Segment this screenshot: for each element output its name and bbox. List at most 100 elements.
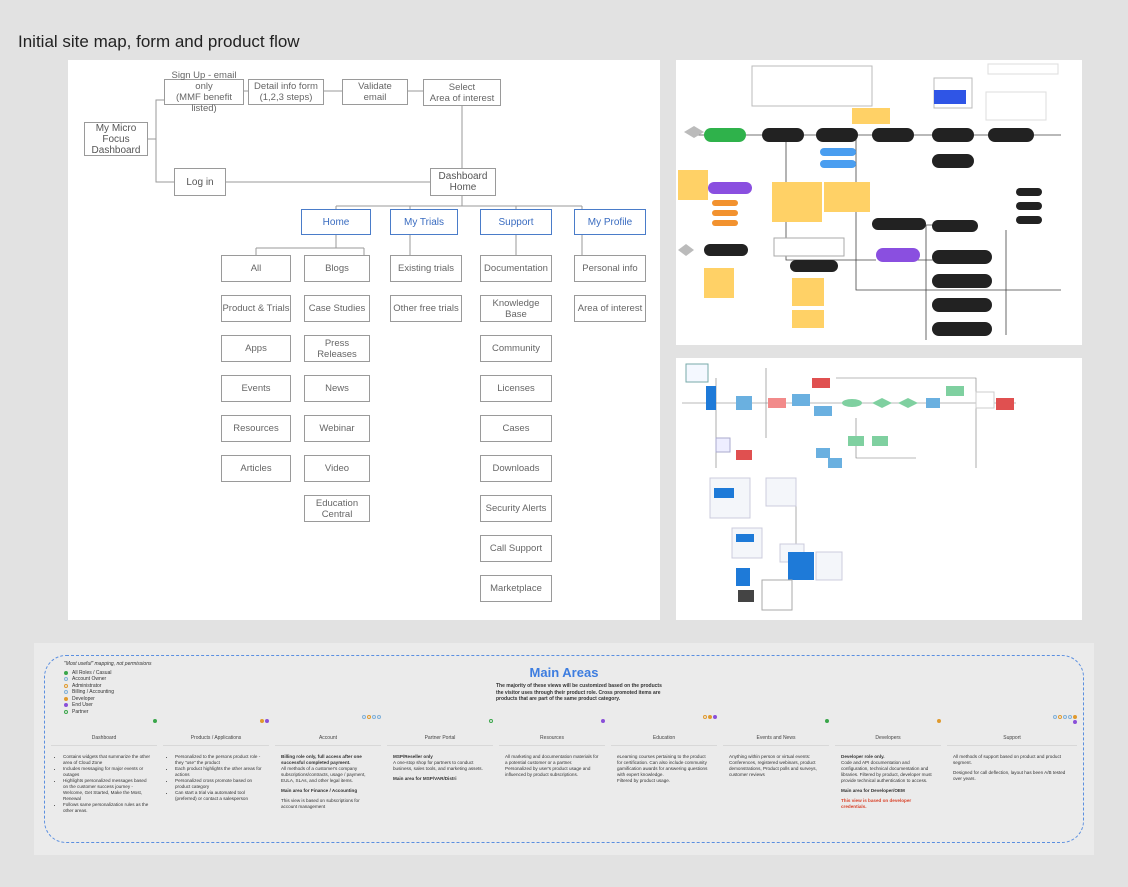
home-press-releases[interactable]: Press Releases <box>304 335 370 362</box>
trials-existing[interactable]: Existing trials <box>390 255 462 282</box>
home-events[interactable]: Events <box>221 375 291 402</box>
area-title: Education <box>611 731 717 746</box>
role-dot-icon <box>1063 715 1067 719</box>
area-education: Education eLearning courses pertaining t… <box>611 715 717 784</box>
legend-item: Developer <box>64 696 151 703</box>
form-flow-thumbnail <box>676 358 1082 620</box>
flow-validate-email[interactable]: Validate email <box>342 79 408 105</box>
role-dot-icon <box>1068 715 1072 719</box>
home-apps[interactable]: Apps <box>221 335 291 362</box>
role-dot-icon <box>703 715 707 719</box>
legend-title: "Most useful" mapping, not permissions <box>64 661 152 667</box>
role-dot-icon <box>489 719 493 723</box>
main-areas-description: The majority of these views will be cust… <box>496 683 662 702</box>
role-dot-icon <box>260 719 264 723</box>
nav-home[interactable]: Home <box>301 209 371 235</box>
home-resources[interactable]: Resources <box>221 415 291 442</box>
home-blogs[interactable]: Blogs <box>304 255 370 282</box>
home-product-trials[interactable]: Product & Trials <box>221 295 291 322</box>
area-products-applications: Products / Applications Personalized to … <box>163 719 269 802</box>
sitemap-connectors <box>148 90 583 255</box>
legend-dot-icon <box>64 703 68 708</box>
area-support: Support All methods of support based on … <box>947 715 1077 782</box>
home-education-central[interactable]: Education Central <box>304 495 370 522</box>
dashboard-home[interactable]: Dashboard Home <box>430 168 496 196</box>
role-dot-icon <box>825 719 829 723</box>
area-title: Developers <box>835 731 941 746</box>
login-box[interactable]: Log in <box>174 168 226 196</box>
product-flow-diagram <box>678 63 1061 340</box>
role-dot-icon <box>367 715 371 719</box>
legend-item: Partner <box>64 709 151 716</box>
page-title: Initial site map, form and product flow <box>18 32 300 51</box>
area-title: Partner Portal <box>387 731 493 746</box>
main-areas-border <box>44 655 1084 843</box>
area-title: Dashboard <box>51 731 157 746</box>
legend-item: All Roles / Casual <box>64 670 151 677</box>
role-dot-icon <box>372 715 376 719</box>
legend-dot-icon <box>64 709 68 714</box>
area-title: Account <box>275 731 381 746</box>
sitemap-panel: My Micro Focus Dashboard Sign Up - email… <box>68 60 660 620</box>
legend-item: Account Owner <box>64 676 151 683</box>
area-dashboard: Dashboard Contains widgets that summariz… <box>51 719 157 814</box>
role-dot-icon <box>708 715 712 719</box>
legend-item: Billing / Accounting <box>64 689 151 696</box>
support-community[interactable]: Community <box>480 335 552 362</box>
role-dot-icon <box>1058 715 1062 719</box>
support-security-alerts[interactable]: Security Alerts <box>480 495 552 522</box>
legend-dot-icon <box>64 696 68 701</box>
role-legend: "Most useful" mapping, not permissions A… <box>64 661 151 715</box>
support-marketplace[interactable]: Marketplace <box>480 575 552 602</box>
role-dot-icon <box>713 715 717 719</box>
legend-dot-icon <box>64 683 68 688</box>
area-partner-portal: Partner Portal MSP/Reseller only A one-s… <box>387 719 493 782</box>
legend-dot-icon <box>64 690 68 695</box>
product-flow-thumbnail <box>676 60 1082 345</box>
area-title: Resources <box>499 731 605 746</box>
role-dot-icon <box>937 719 941 723</box>
role-dot-icon <box>377 715 381 719</box>
main-areas-title: Main Areas <box>529 665 599 680</box>
home-news[interactable]: News <box>304 375 370 402</box>
nav-my-trials[interactable]: My Trials <box>390 209 458 235</box>
legend-dot-icon <box>64 677 68 682</box>
role-dot-icon <box>153 719 157 723</box>
flow-select-area-of-interest[interactable]: Select Area of interest <box>423 79 501 106</box>
role-dot-icon <box>362 715 366 719</box>
form-flow-diagram <box>682 363 1016 611</box>
support-knowledge-base[interactable]: Knowledge Base <box>480 295 552 322</box>
role-dot-icon <box>1073 720 1077 724</box>
my-micro-focus-dashboard[interactable]: My Micro Focus Dashboard <box>84 122 148 156</box>
profile-area-of-interest[interactable]: Area of interest <box>574 295 646 322</box>
role-dot-icon <box>1053 715 1057 719</box>
support-cases[interactable]: Cases <box>480 415 552 442</box>
support-call-support[interactable]: Call Support <box>480 535 552 562</box>
area-resources: Resources All marketing and documentatio… <box>499 719 605 778</box>
legend-dot-icon <box>64 670 68 675</box>
home-video[interactable]: Video <box>304 455 370 482</box>
flow-detail-info-form[interactable]: Detail info form (1,2,3 steps) <box>248 79 324 105</box>
support-downloads[interactable]: Downloads <box>480 455 552 482</box>
home-all[interactable]: All <box>221 255 291 282</box>
area-title: Support <box>947 731 1077 746</box>
flow-sign-up[interactable]: Sign Up - email only (MMF benefit listed… <box>164 70 244 114</box>
support-licenses[interactable]: Licenses <box>480 375 552 402</box>
area-title: Events and News <box>723 731 829 746</box>
nav-support[interactable]: Support <box>480 209 552 235</box>
area-account: Account Billing role only, full access a… <box>275 715 381 810</box>
area-developers: Developers Developer role only. Code and… <box>835 719 941 810</box>
nav-my-profile[interactable]: My Profile <box>574 209 646 235</box>
home-case-studies[interactable]: Case Studies <box>304 295 370 322</box>
support-documentation[interactable]: Documentation <box>480 255 552 282</box>
trials-other-free[interactable]: Other free trials <box>390 295 462 322</box>
area-title: Products / Applications <box>163 731 269 746</box>
role-dot-icon <box>265 719 269 723</box>
home-webinar[interactable]: Webinar <box>304 415 370 442</box>
home-articles[interactable]: Articles <box>221 455 291 482</box>
profile-personal-info[interactable]: Personal info <box>574 255 646 282</box>
legend-item: Administrator <box>64 683 151 690</box>
legend-item: End User <box>64 702 151 709</box>
role-dot-icon <box>601 719 605 723</box>
area-events-and-news: Events and News Anything within person o… <box>723 719 829 778</box>
